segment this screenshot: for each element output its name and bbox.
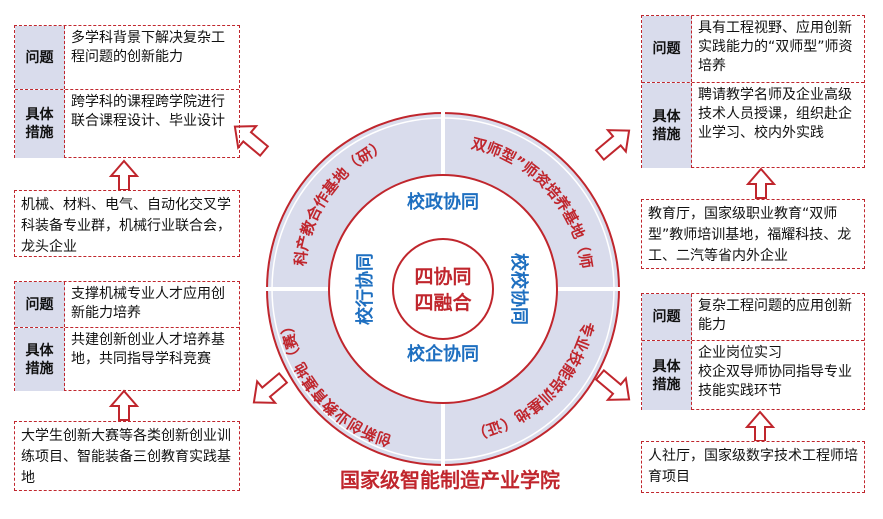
measures-row: 具体措施 聘请教学名师及企业高级技术人员授课，组织赴企业学习、校内外实践 bbox=[642, 82, 864, 168]
problem-row: 问题 多学科背景下解决复杂工程问题的创新能力 bbox=[15, 26, 239, 89]
arrow-bottom-right bbox=[594, 368, 631, 401]
ring-dividers bbox=[265, 111, 621, 467]
center-line-2: 四融合 bbox=[414, 291, 472, 314]
measures-row: 具体措施 企业岗位实习 校企双导师协同指导专业技能实践环节 bbox=[642, 340, 864, 410]
panel-bottom-left: 问题 支撑机械专业人才应用创新能力培养 具体措施 共建创新创业人才培养基地，共同… bbox=[14, 281, 240, 391]
up-arrow-top-left bbox=[108, 159, 140, 191]
measures-label: 具体措施 bbox=[15, 90, 65, 158]
problem-row: 问题 复杂工程问题的应用创新能力 bbox=[642, 294, 864, 340]
problem-row: 问题 具有工程视野、应用创新实践能力的“双师型”师资培养 bbox=[642, 16, 864, 82]
diagram-title: 国家级智能制造产业学院 bbox=[340, 468, 560, 492]
diagonal-arrows bbox=[233, 125, 631, 404]
up-arrow-bottom-right bbox=[744, 410, 776, 442]
footer-bottom-left: 大学生创新大赛等各类创新创业训练项目、智能装备三创教育实践基地 bbox=[14, 421, 240, 491]
panel-bottom-right: 问题 复杂工程问题的应用创新能力 具体措施 企业岗位实习 校企双导师协同指导专业… bbox=[641, 293, 865, 410]
up-arrow-bottom-left bbox=[108, 389, 140, 421]
problem-label: 问题 bbox=[642, 294, 692, 340]
problem-row: 问题 支撑机械专业人才应用创新能力培养 bbox=[15, 282, 239, 327]
problem-label: 问题 bbox=[15, 282, 65, 327]
problem-text: 复杂工程问题的应用创新能力 bbox=[698, 298, 852, 333]
panel-top-left: 问题 多学科背景下解决复杂工程问题的创新能力 具体措施 跨学科的课程跨学院进行联… bbox=[14, 25, 240, 158]
arrow-bottom-left bbox=[252, 371, 289, 404]
measures-text: 企业岗位实习 校企双导师协同指导专业技能实践环节 bbox=[698, 345, 852, 399]
measures-label: 具体措施 bbox=[15, 328, 65, 391]
measures-label: 具体措施 bbox=[642, 341, 692, 410]
measures-text: 跨学科的课程跨学院进行联合课程设计、毕业设计 bbox=[71, 94, 225, 129]
inner-label-bottom: 校企协同 bbox=[407, 343, 479, 365]
arrow-top-left bbox=[233, 125, 270, 158]
up-arrows bbox=[108, 159, 777, 442]
problem-label: 问题 bbox=[15, 26, 65, 89]
problem-label: 问题 bbox=[642, 16, 692, 82]
footer-top-right: 教育厅，国家级职业教育“双师型”教师培训基地，福耀科技、龙工、二汽等省内外企业 bbox=[641, 199, 865, 269]
measures-text: 共建创新创业人才培养基地，共同指导学科竞赛 bbox=[71, 332, 225, 367]
up-arrow-top-right bbox=[745, 167, 777, 199]
inner-label-top: 校政协同 bbox=[407, 191, 479, 213]
inner-label-right: 校校协同 bbox=[508, 253, 530, 325]
footer-bottom-right: 人社厅，国家级数字技术工程师培育项目 bbox=[641, 441, 865, 493]
problem-text: 支撑机械专业人才应用创新能力培养 bbox=[71, 286, 225, 321]
center-circle bbox=[392, 238, 494, 340]
measures-text: 聘请教学名师及企业高级技术人员授课，组织赴企业学习、校内外实践 bbox=[698, 87, 852, 141]
panel-top-right: 问题 具有工程视野、应用创新实践能力的“双师型”师资培养 具体措施 聘请教学名师… bbox=[641, 15, 865, 168]
problem-text: 具有工程视野、应用创新实践能力的“双师型”师资培养 bbox=[698, 20, 853, 74]
footer-top-left: 机械、材料、电气、自动化交叉学科装备专业群，机械行业联合会，龙头企业 bbox=[14, 190, 240, 257]
problem-text: 多学科背景下解决复杂工程问题的创新能力 bbox=[71, 30, 225, 65]
center-line-1: 四协同 bbox=[414, 265, 471, 288]
measures-row: 具体措施 跨学科的课程跨学院进行联合课程设计、毕业设计 bbox=[15, 89, 239, 158]
measures-row: 具体措施 共建创新创业人才培养基地，共同指导学科竞赛 bbox=[15, 327, 239, 391]
measures-label: 具体措施 bbox=[642, 83, 692, 168]
arrow-top-right bbox=[594, 129, 631, 162]
inner-label-left: 校行协同 bbox=[354, 253, 376, 325]
